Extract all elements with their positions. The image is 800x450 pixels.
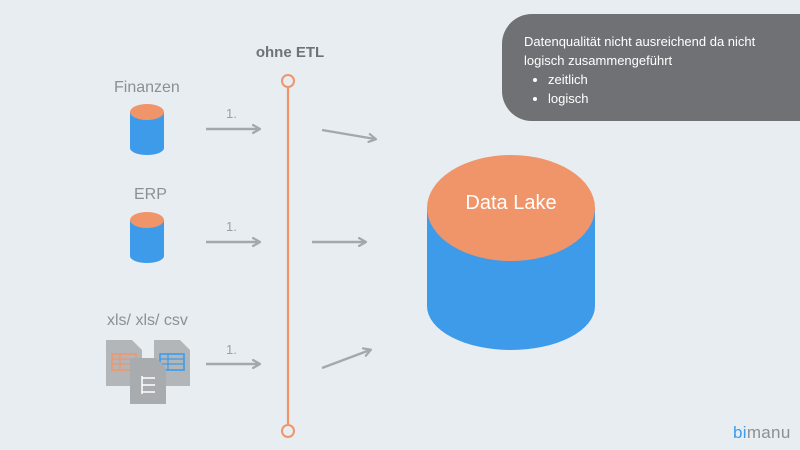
note-bullet: zeitlich [548, 70, 792, 89]
note-box: Datenqualität nicht ausreichend da nicht… [502, 14, 800, 121]
files-icon [106, 340, 190, 404]
arrow-to-lake-1 [321, 128, 375, 139]
step-label-erp: 1. [226, 219, 237, 234]
data-lake-cylinder [427, 155, 595, 350]
step-label-finanzen: 1. [226, 106, 237, 121]
database-icon-finanzen [130, 104, 164, 155]
source-label-files: xls/ xls/ csv [107, 312, 188, 329]
etl-title: ohne ETL [255, 44, 325, 61]
note-bullet: logisch [548, 89, 792, 108]
data-lake-label: Data Lake [465, 192, 557, 214]
note-bullet-list: zeitlich logisch [524, 70, 792, 108]
arrow-to-lake-3 [321, 350, 370, 370]
step-label-files: 1. [226, 342, 237, 357]
note-text: Datenqualität nicht ausreichend da nicht… [524, 34, 756, 68]
source-label-finanzen: Finanzen [114, 79, 180, 96]
source-label-erp: ERP [134, 186, 167, 203]
database-icon-erp [130, 212, 164, 263]
logo-part-bi: bi [733, 423, 747, 442]
brand-logo: bimanu [733, 423, 791, 443]
logo-part-manu: manu [746, 423, 791, 442]
etl-timeline [281, 74, 295, 438]
